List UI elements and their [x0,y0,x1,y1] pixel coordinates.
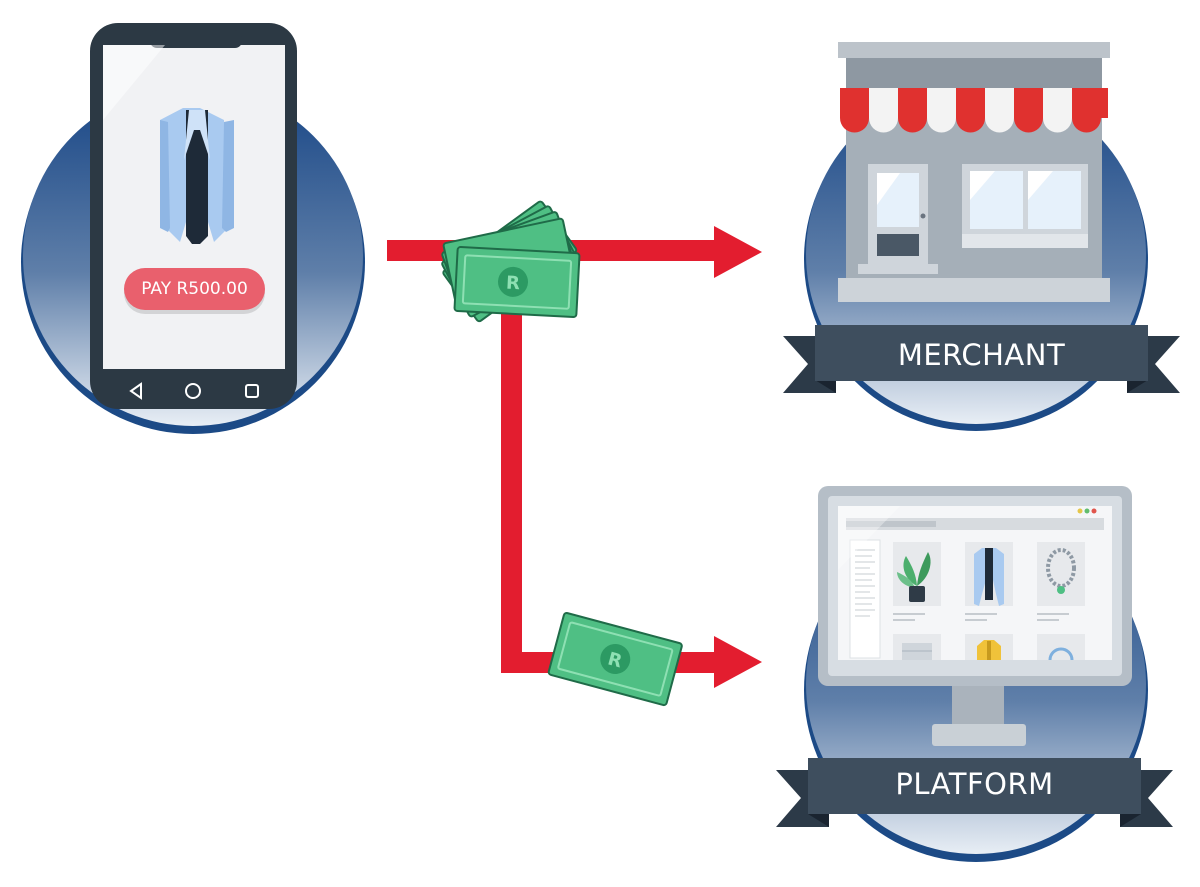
ring-icon [1048,647,1074,661]
svg-text:R: R [605,649,624,673]
cash-stack: R [441,200,581,323]
merchant-label: MERCHANT [897,338,1066,372]
arrow-branch-vertical [501,250,522,672]
banknote-icon-platform: R [547,612,683,707]
banknote-icon: R [453,246,581,319]
arrow-to-merchant-head [714,226,762,278]
recents-square-icon[interactable] [245,384,259,398]
plant-icon [897,552,931,602]
platform-label: PLATFORM [895,767,1054,801]
merchant-banner [783,325,1180,393]
coat-icon [974,548,1004,606]
svg-text:R: R [505,272,520,294]
necklace-icon [1046,548,1076,594]
jacket-icon [977,640,1001,660]
pay-button[interactable]: PAY R500.00 [124,268,265,310]
drawer-icon [902,643,932,660]
platform-node [776,486,1173,862]
arrow-to-platform-head [714,636,762,688]
back-triangle-icon[interactable] [129,382,142,400]
phone-notch [150,30,242,48]
home-circle-icon[interactable] [185,383,201,399]
coat-icon [160,108,234,244]
customer-phone-node [21,23,365,434]
desktop-monitor-icon [818,486,1132,746]
storefront-icon [838,42,1110,302]
merchant-node [783,42,1180,431]
phone-nav-bar [129,382,259,400]
platform-banner [776,758,1173,827]
